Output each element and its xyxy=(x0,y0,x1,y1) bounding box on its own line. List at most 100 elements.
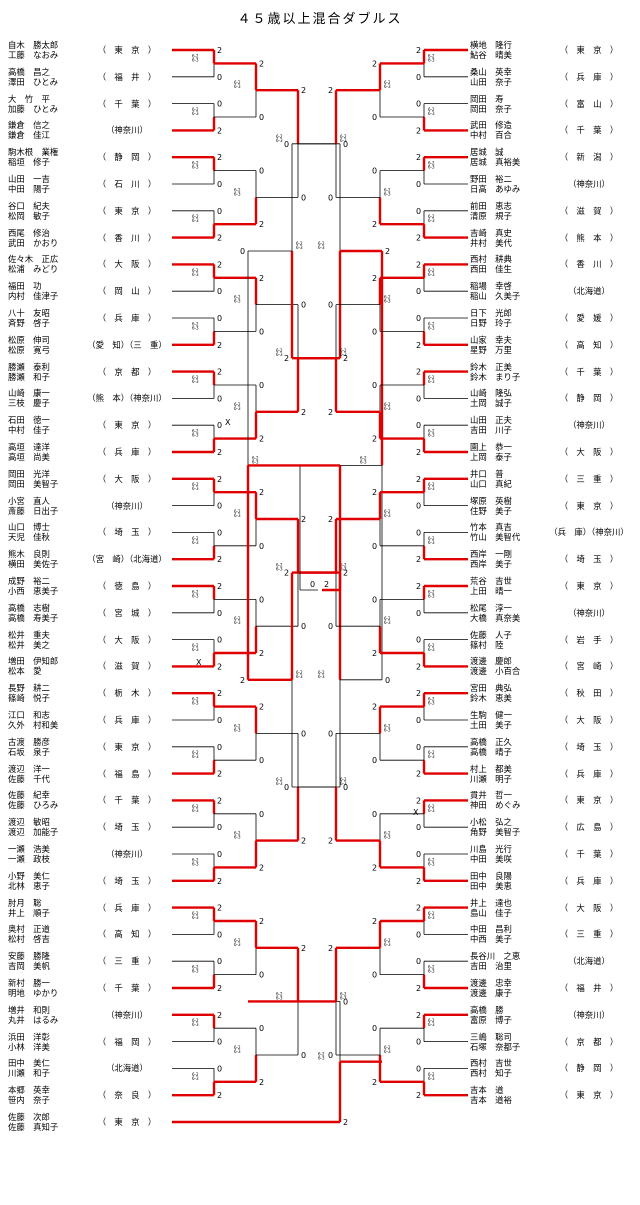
score-label: 2 xyxy=(259,703,264,712)
right-prefecture: （ 埼 玉 ） xyxy=(559,741,619,752)
left-player-name: 山崎 康一 xyxy=(8,388,50,399)
left-player-name: 山田 一吉 xyxy=(8,174,50,184)
right-player-name: 竹本 真吉 xyxy=(470,522,512,533)
left-player-name: 佐藤 真知子 xyxy=(8,1122,59,1132)
left-player-name: 松岡 敏子 xyxy=(8,210,50,221)
score-label: 0 xyxy=(217,314,222,323)
score-label: 0 xyxy=(284,783,289,792)
score-label: 0 xyxy=(259,971,264,980)
left-player-name: 安藤 勝隆 xyxy=(8,951,50,962)
right-player-name: 日高 あゆみ xyxy=(470,184,521,194)
score-label: 2 xyxy=(416,1091,421,1100)
set-score: 6-3 xyxy=(340,995,347,1000)
left-entry-pair: 本郷 英幸笹内 奈子 xyxy=(8,1085,50,1105)
right-player-name: 土岡 誠子 xyxy=(470,398,512,409)
right-prefecture: （ 香 川 ） xyxy=(559,259,619,270)
right-prefecture: （ 滋 賀 ） xyxy=(559,205,619,216)
set-score: 6-3 xyxy=(428,272,435,277)
right-player-name: 竹山 美智代 xyxy=(470,532,521,543)
score-label: 0 xyxy=(259,381,264,390)
score-label: 2 xyxy=(301,837,306,846)
set-score: 6-2 xyxy=(428,375,435,380)
right-player-name: 渡邊 小百合 xyxy=(470,666,521,677)
left-entry-pair: 小宮 直人斎藤 日出子 xyxy=(8,496,58,516)
set-score: 6-2 xyxy=(192,429,199,434)
score-label: 2 xyxy=(416,555,421,564)
score-label: 2 xyxy=(416,582,421,591)
score-label: 2 xyxy=(416,341,421,350)
left-player-name: 小野 美仁 xyxy=(8,870,50,881)
left-entry-pair: 浜田 洋彰小林 洋美 xyxy=(8,1032,50,1052)
page-title: ４５歳以上混合ダブルス xyxy=(237,12,403,27)
set-score: 6-2 xyxy=(192,161,199,166)
right-entry-pair: 川島 光行中田 美咲 xyxy=(470,844,512,864)
set-score: 6-2 xyxy=(340,563,347,568)
right-prefecture: （ 兵 庫 ） xyxy=(559,71,619,82)
score-label: 2 xyxy=(416,126,421,135)
left-player-name: 石坂 泉子 xyxy=(8,746,50,757)
left-player-name: 明地 ゆかり xyxy=(8,988,59,998)
left-player-name: 古渡 勝彦 xyxy=(8,736,50,747)
set-score: 6-2 xyxy=(428,482,435,487)
score-label: 0 xyxy=(416,207,421,216)
left-entry-pair: 駒木根 業権稲垣 修子 xyxy=(8,147,58,167)
right-prefecture: （ 新 潟 ） xyxy=(559,152,619,163)
score-label: 2 xyxy=(217,877,222,886)
set-score: 6-3 xyxy=(428,433,435,438)
right-player-name: 渡邊 康子 xyxy=(470,988,512,998)
bye-mark: X xyxy=(225,418,231,427)
score-label: 2 xyxy=(217,1011,222,1020)
left-prefecture: （ 福 島 ） xyxy=(97,768,157,779)
right-player-name: 大橋 真奈美 xyxy=(470,612,521,623)
left-prefecture: （神奈川） xyxy=(106,849,148,859)
score-label: 0 xyxy=(372,1024,377,1033)
right-entry-pair: 田中 良陽田中 美恵 xyxy=(470,871,512,891)
score-label: 2 xyxy=(259,863,264,872)
left-player-name: 佐々木 正広 xyxy=(8,254,59,265)
left-player-name: 成野 裕二 xyxy=(8,576,50,586)
set-score: 6-3 xyxy=(192,754,199,759)
left-entry-pair: 石田 徳一中村 佳子 xyxy=(8,415,50,435)
score-label: 0 xyxy=(416,930,421,939)
set-score: 6-2 xyxy=(192,482,199,487)
score-label: 0 xyxy=(416,957,421,966)
left-prefecture: （ 東 京 ） xyxy=(97,45,157,55)
right-player-name: 田中 美恵 xyxy=(470,880,512,891)
right-entry-pair: 塚原 英樹住野 美子 xyxy=(470,496,512,516)
set-score: 6-3 xyxy=(192,1022,199,1027)
set-score: 6-3 xyxy=(192,325,199,330)
left-entry-pair: 小野 美仁北林 恵子 xyxy=(8,871,50,891)
left-entry-pair: 山崎 康一三枝 慶子 xyxy=(8,388,50,408)
left-entry-pair: 江口 和志久外 村和美 xyxy=(8,710,58,730)
left-entry-pair: 肘月 聡井上 順子 xyxy=(8,898,50,918)
right-player-name: 宮田 典弘 xyxy=(470,683,512,694)
left-player-name: 谷口 紀夫 xyxy=(8,200,50,211)
left-player-name: 新村 勝一 xyxy=(8,978,50,988)
right-player-name: 井口 普 xyxy=(470,468,504,479)
left-entry-pair: 佐藤 紀幸佐藤 ひろみ xyxy=(8,790,58,810)
score-label: 0 xyxy=(217,207,222,216)
set-score: 6-3 xyxy=(428,540,435,545)
right-entry-pair: 岡田 寿岡田 奈子 xyxy=(470,94,512,114)
left-player-name: 石田 徳一 xyxy=(8,415,50,426)
left-player-name: 松井 美之 xyxy=(8,639,50,650)
set-score: 6-2 xyxy=(192,536,199,541)
right-prefecture: （ 秋 田 ） xyxy=(559,688,619,699)
left-player-name: 高橋 志樹 xyxy=(8,602,50,613)
right-player-name: 土田 美子 xyxy=(470,720,512,730)
score-label: 2 xyxy=(328,837,333,846)
set-score: 6-2 xyxy=(192,321,199,326)
set-score: 6-3 xyxy=(234,942,241,947)
left-player-name: 中村 佳子 xyxy=(8,425,50,436)
score-label: 2 xyxy=(217,555,222,564)
right-player-name: 西村 知子 xyxy=(470,1068,512,1079)
right-player-name: 横地 隆行 xyxy=(470,40,512,50)
right-player-name: 西村 耕典 xyxy=(470,254,512,265)
left-prefecture: （ 東 京 ） xyxy=(97,420,157,431)
score-label: 0 xyxy=(217,716,222,725)
right-prefecture: （ 高 知 ） xyxy=(559,339,619,350)
set-score: 6-2 xyxy=(428,750,435,755)
right-player-name: 中村 百合 xyxy=(470,130,512,141)
final-score-left: 0 xyxy=(310,580,315,589)
